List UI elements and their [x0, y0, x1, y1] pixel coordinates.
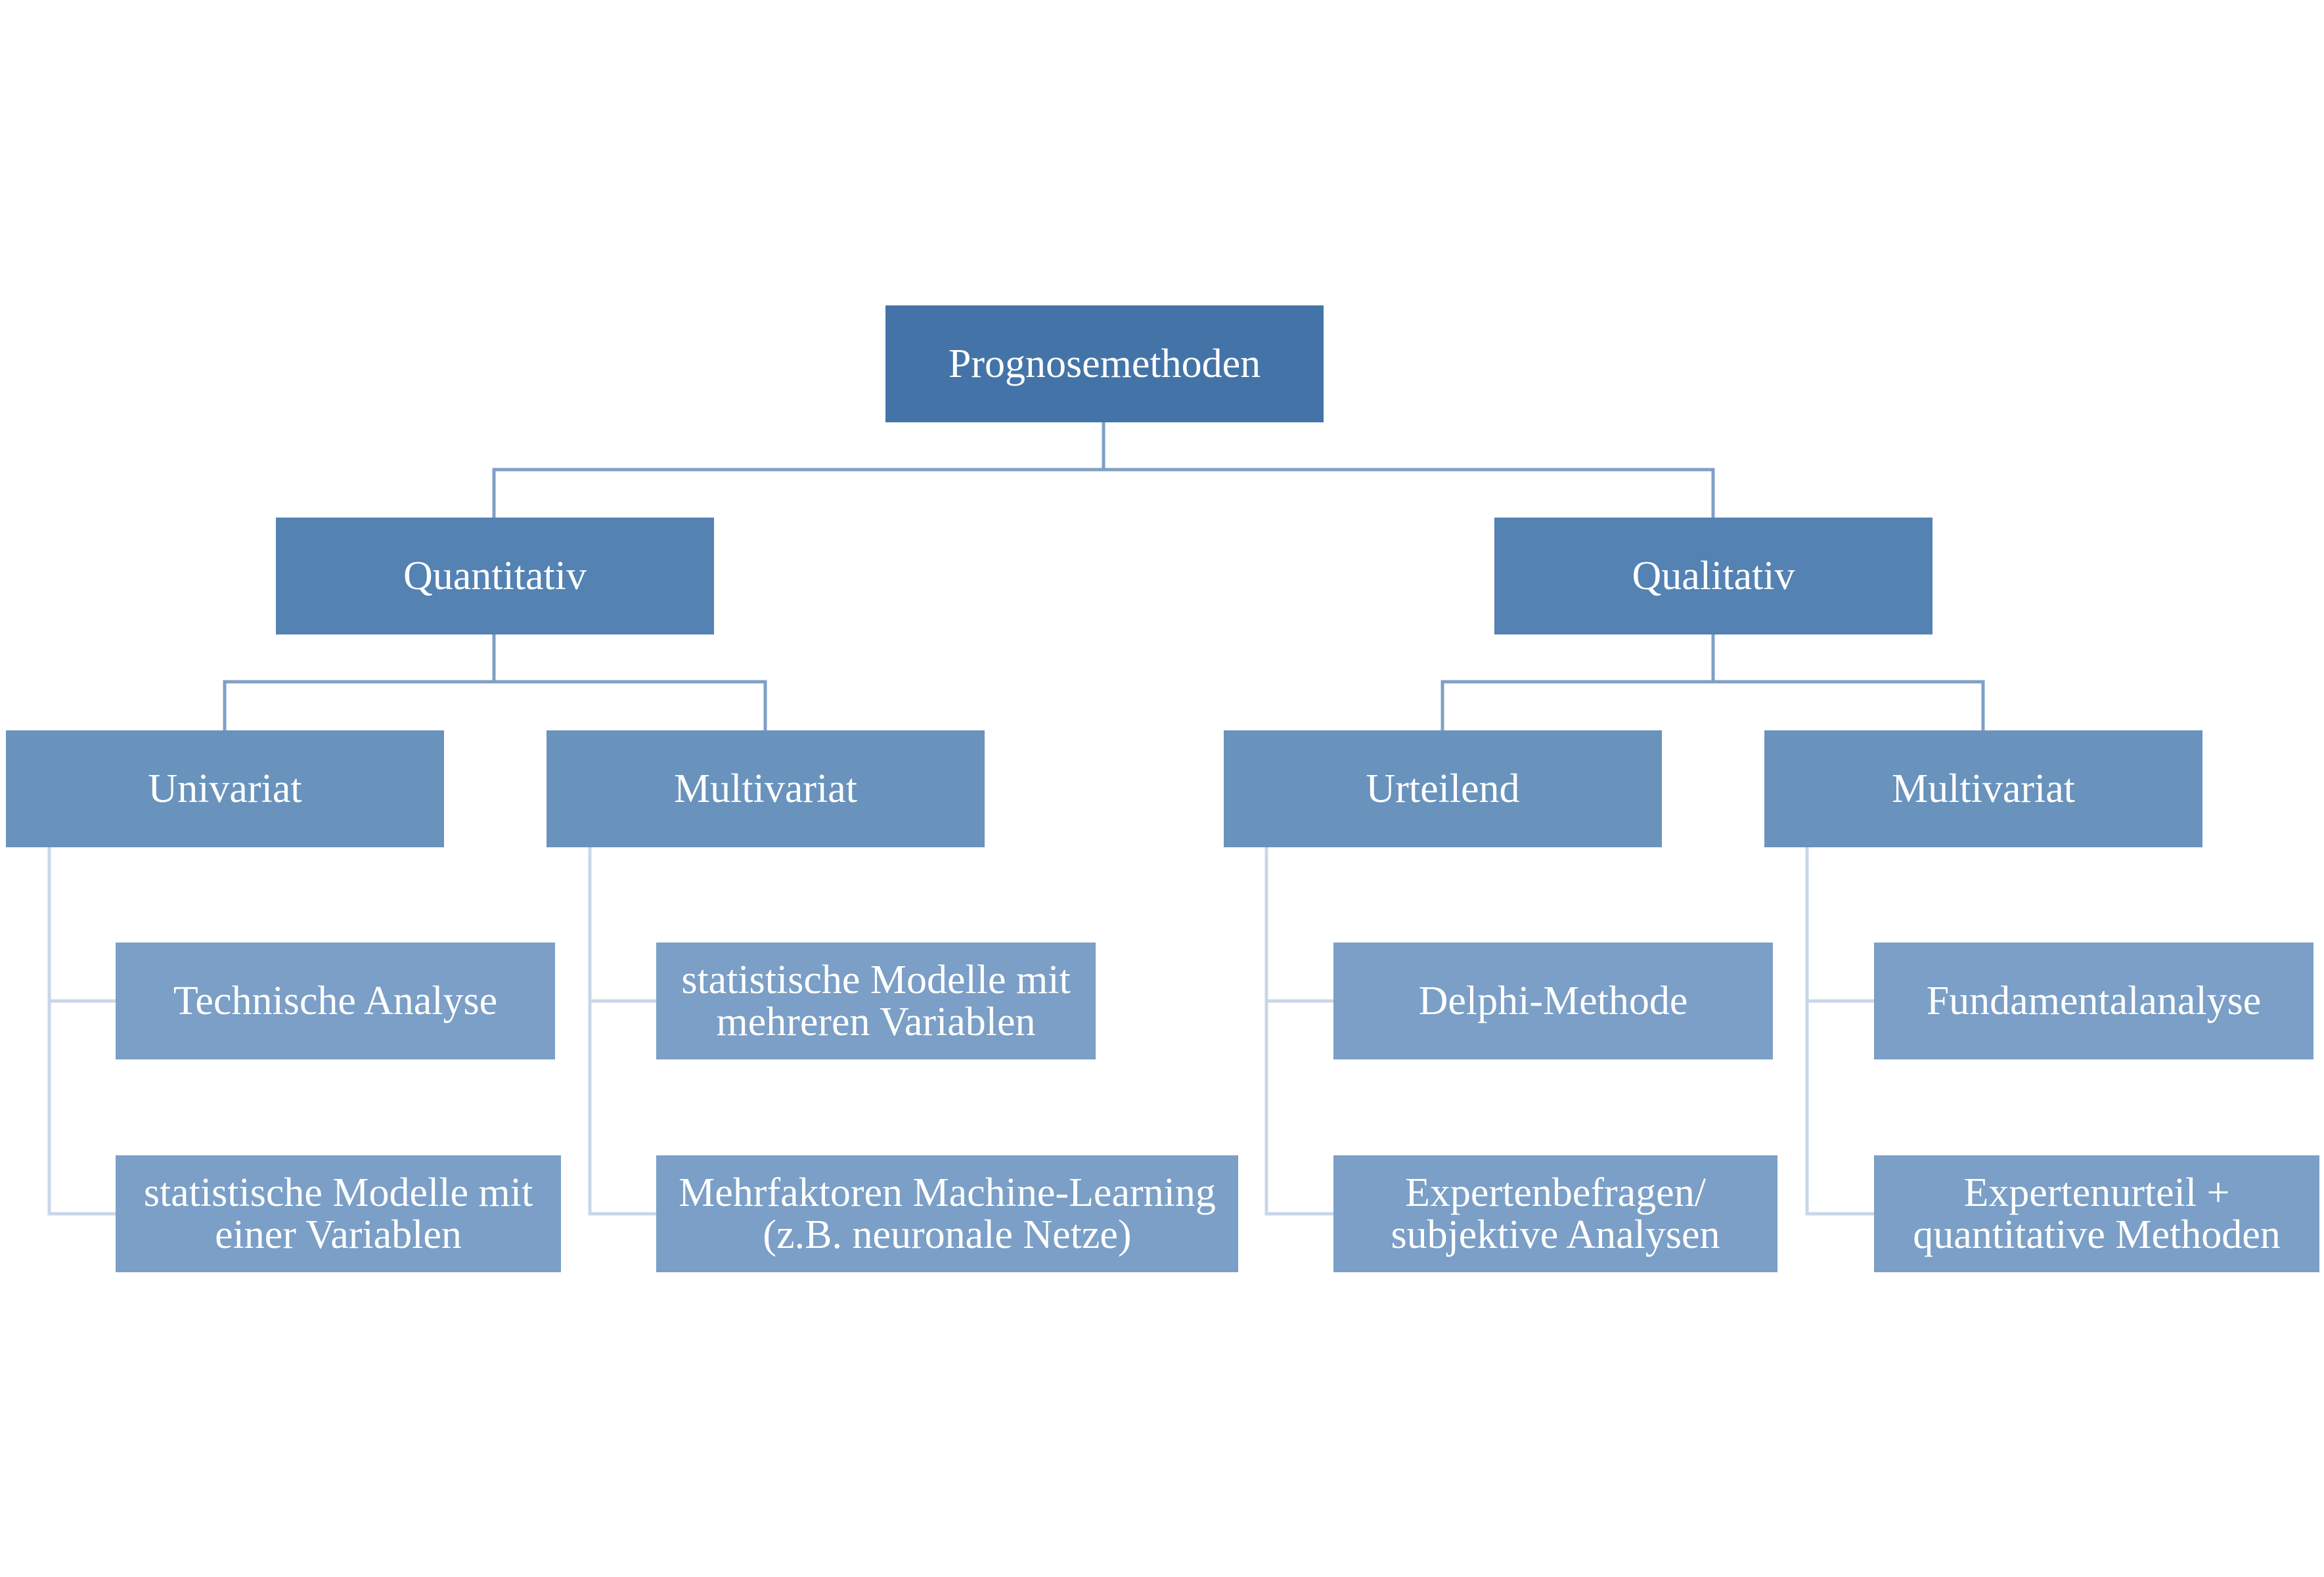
leaf-node-label: Delphi-Methode — [1418, 979, 1688, 1023]
group-node-univariat: Univariat — [6, 730, 444, 847]
leaf-node-statistische-modelle-mehreren: statistische Modelle mit mehreren Variab… — [656, 943, 1096, 1059]
leaf-node-statistische-modelle-einer: statistische Modelle mit einer Variablen — [116, 1155, 561, 1272]
leaf-node-label: Mehrfaktoren Machine-Learning (z.B. neur… — [679, 1170, 1216, 1257]
leaf-node-label: Expertenurteil + quantitative Methoden — [1913, 1170, 2281, 1257]
group-node-label: Univariat — [148, 766, 302, 811]
branch-node-label: Qualitativ — [1632, 554, 1795, 598]
leaf-node-delphi-methode: Delphi-Methode — [1333, 943, 1773, 1059]
branch-node-label: Quantitativ — [403, 554, 587, 598]
root-node: Prognosemethoden — [885, 305, 1324, 422]
leaf-node-expertenurteil: Expertenurteil + quantitative Methoden — [1874, 1155, 2319, 1272]
group-node-label: Multivariat — [1892, 766, 2075, 811]
root-node-label: Prognosemethoden — [948, 342, 1261, 386]
group-node-label: Urteilend — [1366, 766, 1520, 811]
leaf-node-label: statistische Modelle mit einer Variablen — [143, 1170, 533, 1257]
branch-node-quantitativ: Quantitativ — [276, 518, 714, 634]
leaf-node-machine-learning: Mehrfaktoren Machine-Learning (z.B. neur… — [656, 1155, 1238, 1272]
leaf-node-expertenbefragen: Expertenbefragen/ subjektive Analysen — [1333, 1155, 1777, 1272]
leaf-node-technische-analyse: Technische Analyse — [116, 943, 555, 1059]
leaf-node-fundamentalanalyse: Fundamentalanalyse — [1874, 943, 2313, 1059]
branch-node-qualitativ: Qualitativ — [1494, 518, 1933, 634]
group-node-urteilend: Urteilend — [1224, 730, 1662, 847]
leaf-node-label: Technische Analyse — [173, 979, 498, 1023]
leaf-node-label: Fundamentalanalyse — [1926, 979, 2262, 1023]
group-node-label: Multivariat — [674, 766, 857, 811]
leaf-node-label: Expertenbefragen/ subjektive Analysen — [1391, 1170, 1720, 1257]
group-node-multivariat-quantitativ: Multivariat — [547, 730, 985, 847]
leaf-node-label: statistische Modelle mit mehreren Variab… — [681, 958, 1071, 1044]
group-node-multivariat-qualitativ: Multivariat — [1764, 730, 2202, 847]
